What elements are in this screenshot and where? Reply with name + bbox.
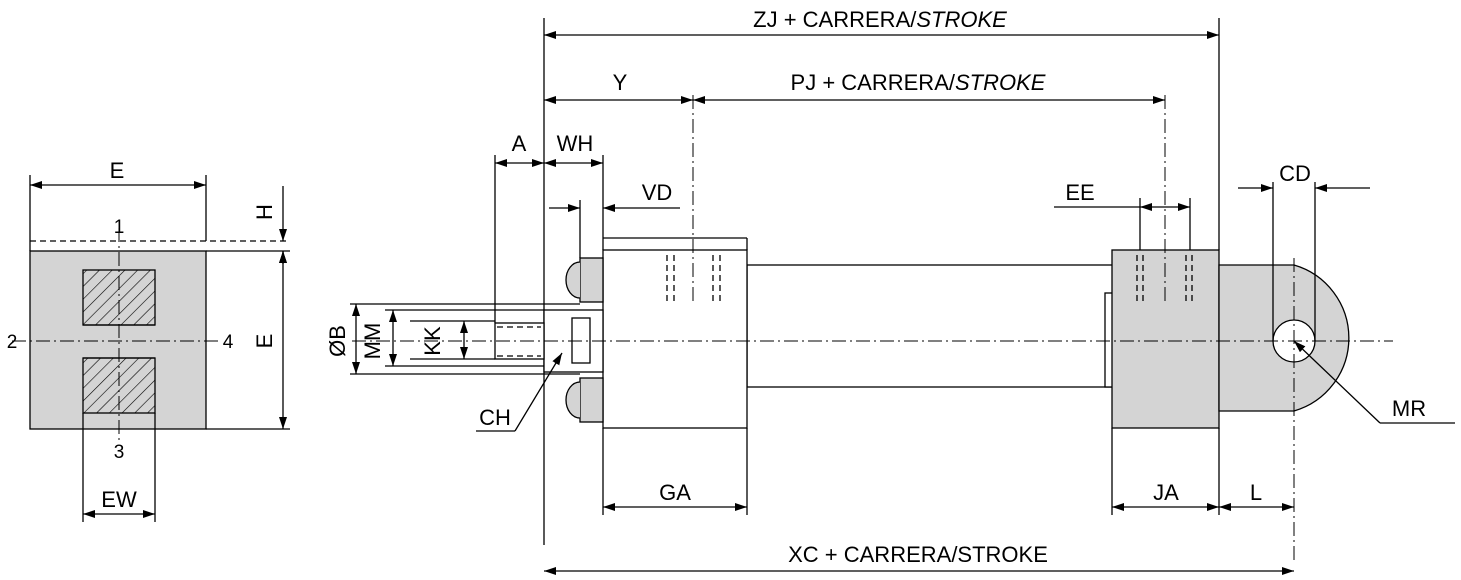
dim-mr: MR bbox=[1392, 396, 1426, 421]
dim-l: L bbox=[1250, 480, 1262, 505]
dim-xc: XC + CARRERA/STROKE bbox=[788, 542, 1048, 567]
front-head bbox=[602, 249, 748, 429]
dim-e-side: E bbox=[252, 334, 277, 349]
position-3: 3 bbox=[114, 442, 125, 463]
dim-zj: ZJ + CARRERA/STROKE bbox=[753, 7, 1007, 32]
dim-ch: CH bbox=[479, 405, 511, 430]
dim-h: H bbox=[252, 204, 277, 220]
dim-y: Y bbox=[613, 70, 628, 95]
cylinder-barrel bbox=[746, 264, 1114, 388]
dim-ja: JA bbox=[1153, 480, 1179, 505]
dim-a: A bbox=[512, 131, 527, 156]
dim-wh: WH bbox=[557, 131, 594, 156]
dim-ee: EE bbox=[1065, 180, 1094, 205]
position-4: 4 bbox=[223, 332, 234, 353]
dim-vd: VD bbox=[642, 180, 673, 205]
end-view: E H E 1 2 3 4 EW bbox=[7, 158, 290, 522]
dim-kk: KK bbox=[420, 326, 445, 356]
dim-e-top: E bbox=[110, 158, 125, 183]
side-view bbox=[352, 18, 1393, 560]
dim-ga: GA bbox=[659, 480, 691, 505]
dim-cd: CD bbox=[1279, 161, 1311, 186]
dim-mm: MM bbox=[360, 323, 385, 360]
dim-ew: EW bbox=[101, 487, 137, 512]
dim-diameter-b: ØB bbox=[325, 325, 350, 357]
position-2: 2 bbox=[7, 332, 18, 353]
dim-pj: PJ + CARRERA/STROKE bbox=[791, 70, 1046, 95]
dimensions: ZJ + CARRERA/STROKE Y PJ + CARRERA/STROK… bbox=[325, 7, 1455, 575]
front-nut-lower bbox=[579, 377, 604, 423]
front-nut-upper bbox=[579, 257, 604, 303]
position-1: 1 bbox=[114, 217, 125, 238]
